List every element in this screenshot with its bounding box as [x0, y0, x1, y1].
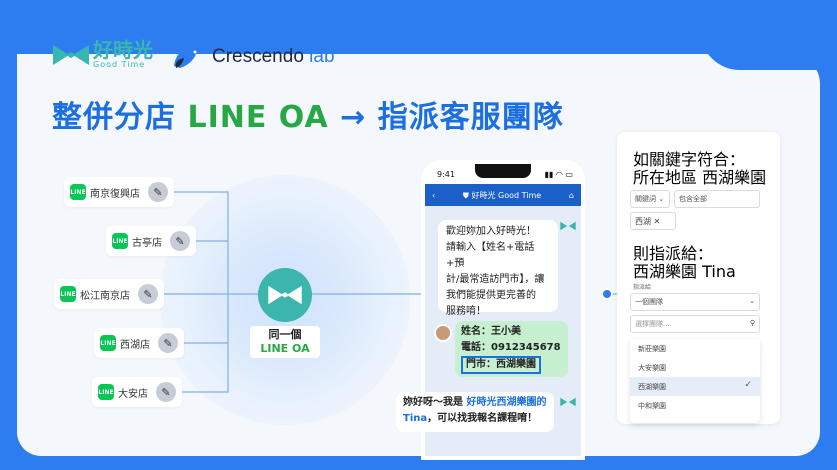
shield-icon: ⛊ [462, 190, 469, 200]
goodtime-en: Good Time [93, 60, 146, 69]
lab-text: lab [309, 46, 335, 67]
connector-dot [601, 288, 613, 300]
store-item: LINE 大安店 ✎ [92, 377, 182, 407]
team-option-selected[interactable]: 西湖樂園 [630, 377, 760, 396]
line-icon: LINE [112, 233, 128, 249]
store-item: LINE 南京復興店 ✎ [64, 177, 174, 207]
store-item: LINE 西湖店 ✎ [94, 328, 184, 358]
if-value: 所在地區 西湖樂園 [633, 168, 767, 187]
line-icon: LINE [100, 335, 116, 351]
back-icon[interactable]: ‹ [432, 190, 436, 200]
store-item: LINE 松江南京店 ✎ [54, 279, 164, 309]
chat-header: ‹ ⛊ 好時光 Good Time ⌂ [425, 184, 581, 206]
team-dropdown-menu: 新莊樂園 大安樂園 西湖樂園 中和樂園 [630, 339, 760, 423]
line-icon: LINE [98, 384, 114, 400]
then-label: 則指派給： [633, 244, 714, 263]
corner-cutout [700, 0, 837, 70]
keyword-select[interactable]: 關鍵詞 ⌄ [630, 190, 670, 208]
edit-pencil-icon[interactable]: ✎ [158, 333, 178, 353]
bot-message: 歡迎妳加入好時光！ 請輸入【姓名+電話+預 計/最常造訪門市】，讓 我們能提供更… [438, 220, 558, 317]
merged-oa-logo [258, 268, 312, 322]
search-icon: ⚲ [749, 319, 755, 327]
bow-tie-icon [53, 44, 89, 65]
merged-oa-label: 同一個 LINE OA [250, 326, 320, 358]
bot-reply: 妳好呀～我是 好時光西湖樂園的 Tina，可以找我報名課程唷！ [396, 392, 554, 432]
crescendo-text: Crescendo [212, 46, 304, 67]
goodtime-logo: 好時光 Good Time [53, 40, 153, 69]
team-search-input[interactable]: 選擇團隊...⚲ [630, 315, 760, 333]
edit-pencil-icon[interactable]: ✎ [148, 182, 168, 202]
bird-icon [174, 47, 204, 68]
bot-avatar-icon [560, 397, 576, 407]
close-icon[interactable]: ✕ [653, 217, 661, 226]
team-option[interactable]: 新莊樂園 [638, 345, 666, 353]
team-option[interactable]: 中和樂園 [638, 402, 666, 410]
user-message: 姓名：王小美 電話：0912345678 門市：西湖樂園 [455, 321, 568, 377]
if-label: 如關鍵字符合： [633, 150, 746, 169]
bow-tie-icon [268, 285, 302, 305]
crescendo-logo: Crescendo lab [170, 42, 335, 72]
home-icon[interactable]: ⌂ [568, 190, 574, 200]
keyword-tag[interactable]: 西湖 ✕ [630, 212, 676, 230]
team-select[interactable]: 一個團隊⌄ [630, 293, 760, 311]
store-highlight: 門市：西湖樂園 [461, 356, 541, 374]
line-icon: LINE [60, 286, 76, 302]
team-option[interactable]: 大安樂園 [638, 364, 666, 372]
match-select[interactable]: 包含全部 [674, 190, 760, 208]
edit-pencil-icon[interactable]: ✎ [170, 231, 190, 251]
assign-to-label: 指派給 [633, 284, 652, 291]
edit-pencil-icon[interactable]: ✎ [156, 382, 176, 402]
chevron-down-icon: ⌄ [749, 297, 755, 305]
bot-avatar-icon [560, 221, 576, 231]
store-item: LINE 古亭店 ✎ [106, 226, 196, 256]
edit-pencil-icon[interactable]: ✎ [138, 284, 158, 304]
line-icon: LINE [70, 184, 86, 200]
page-title: 整併分店 LINE OA → 指派客服團隊 [52, 100, 564, 135]
goodtime-zh: 好時光 [93, 38, 153, 62]
user-avatar [434, 324, 452, 342]
then-value: 西湖樂園 Tina [633, 262, 736, 281]
